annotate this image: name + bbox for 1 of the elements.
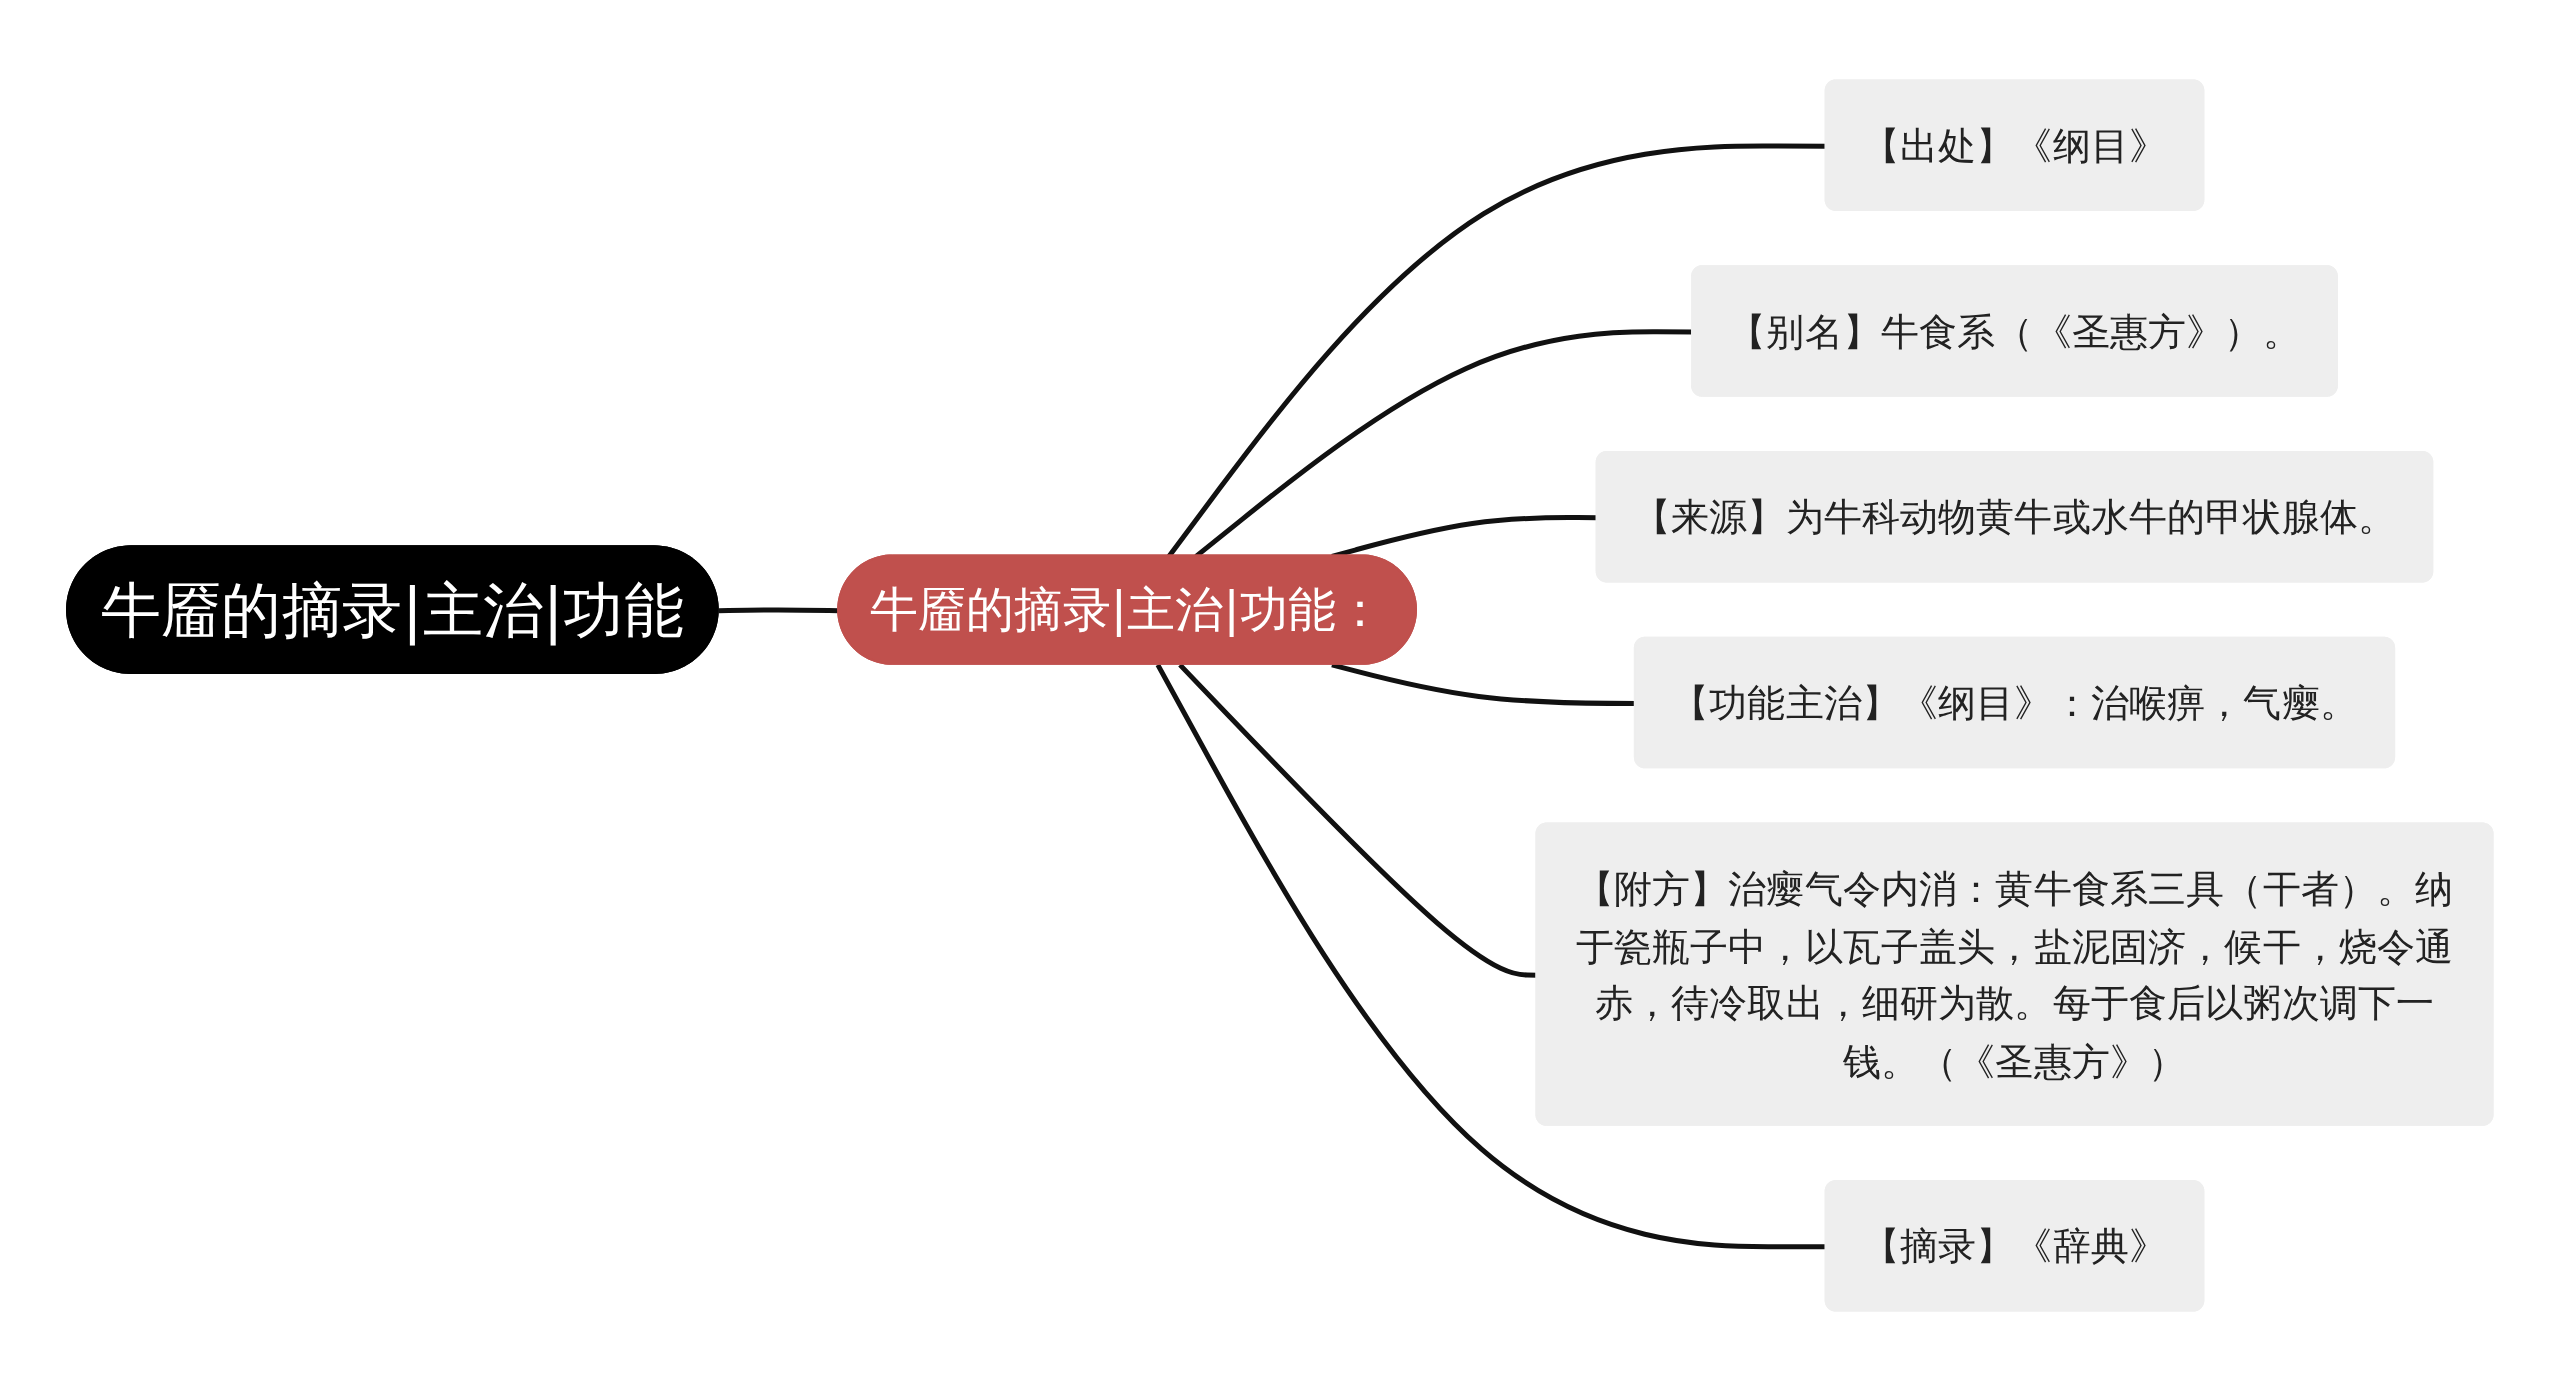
connector: [718, 607, 840, 614]
